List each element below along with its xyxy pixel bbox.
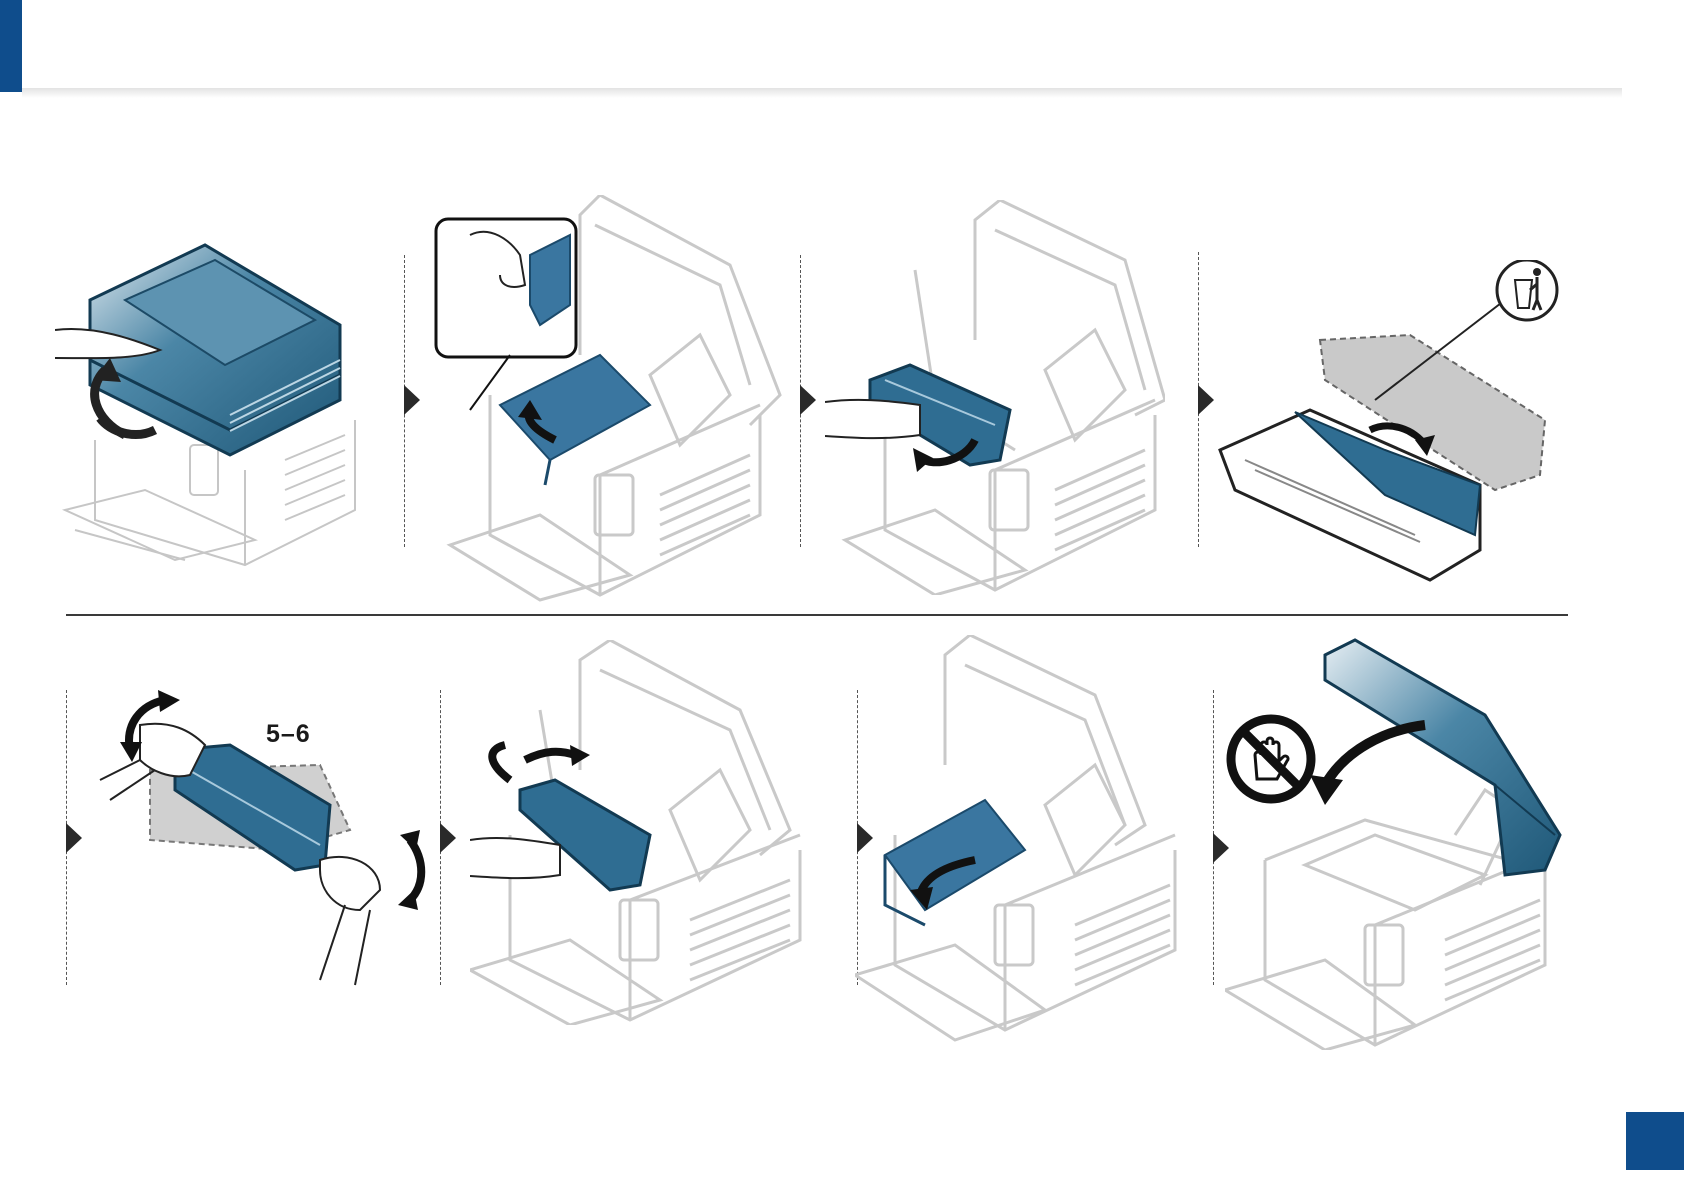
step7-insert-cartridge-illustration xyxy=(470,640,830,1025)
header-rule xyxy=(22,88,1622,98)
step1-open-scan-unit-illustration xyxy=(55,240,375,570)
step9-close-scan-unit-illustration xyxy=(1225,635,1570,1050)
step2-open-inner-cover-illustration xyxy=(430,195,790,605)
step-arrow-icon xyxy=(440,823,456,853)
header-accent-tab xyxy=(0,0,22,92)
step4-dispose-cartridge-illustration xyxy=(1215,260,1575,590)
step-number-label: 5–6 xyxy=(266,720,311,749)
step-arrow-icon xyxy=(404,385,420,415)
step8-close-inner-cover-illustration xyxy=(855,635,1195,1045)
step-arrow-icon xyxy=(800,385,816,415)
step-arrow-icon xyxy=(1198,385,1214,415)
page-number-badge xyxy=(1626,1112,1684,1170)
row-divider xyxy=(66,614,1568,616)
do-not-touch-icon xyxy=(1225,713,1317,805)
step3-remove-toner-illustration xyxy=(825,200,1165,595)
recycle-bin-icon xyxy=(1497,260,1557,320)
step5-6-shake-cartridge-illustration xyxy=(80,690,440,990)
